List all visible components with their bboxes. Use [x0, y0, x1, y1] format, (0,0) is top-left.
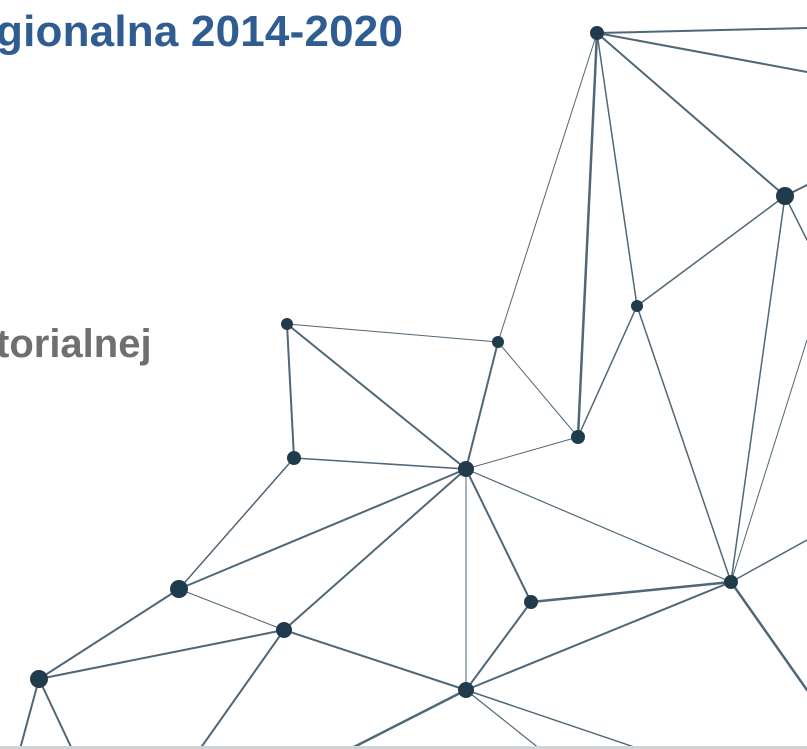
network-edge — [178, 457, 295, 590]
network-node — [458, 461, 474, 477]
network-edge — [38, 629, 285, 680]
network-edge — [178, 468, 467, 590]
network-edge — [465, 581, 732, 691]
network-edge — [286, 323, 499, 343]
network-edge — [577, 305, 638, 438]
network-node — [458, 682, 474, 698]
network-edge — [596, 32, 807, 73]
network-edge — [596, 32, 638, 307]
slide-title: gionalna 2014-2020 — [0, 7, 404, 56]
network-node — [571, 430, 585, 444]
network-node — [724, 575, 738, 589]
network-edge — [178, 588, 285, 631]
network-edge — [596, 27, 807, 34]
network-edge — [465, 689, 541, 749]
network-edge — [636, 305, 732, 583]
network-edge — [465, 468, 732, 583]
network-edge — [283, 468, 467, 631]
network-edge — [465, 601, 532, 691]
network-edge — [465, 468, 532, 603]
network-edge — [730, 195, 786, 583]
network-node — [30, 670, 48, 688]
network-edge — [465, 341, 499, 470]
network-node — [631, 300, 643, 312]
slide-subtitle: torialnej — [0, 322, 152, 366]
network-edge — [497, 32, 598, 343]
network-node — [776, 187, 794, 205]
network-edge — [293, 457, 467, 470]
network-edge — [19, 678, 40, 749]
slide-bottom-border — [0, 746, 807, 749]
network-edge — [729, 580, 807, 692]
network-edge — [38, 588, 180, 680]
network-edge — [38, 678, 73, 749]
network-node — [287, 451, 301, 465]
network-edge — [199, 629, 285, 749]
network-node — [524, 595, 538, 609]
network-edge — [497, 341, 579, 438]
network-node — [276, 622, 292, 638]
network-edge — [730, 539, 807, 583]
network-edge — [576, 31, 599, 439]
network-edge — [348, 688, 468, 749]
network-node — [590, 26, 604, 40]
network-edge — [286, 323, 467, 470]
network-node — [170, 580, 188, 598]
network-node — [281, 318, 293, 330]
network-edge — [596, 32, 786, 197]
network-edge — [730, 339, 807, 583]
network-edge — [283, 629, 467, 691]
network-edge — [465, 436, 579, 470]
network-edge — [286, 323, 295, 459]
network-edge — [529, 580, 733, 604]
network-node — [492, 336, 504, 348]
network-edge — [636, 195, 786, 307]
network-edge — [465, 689, 641, 749]
